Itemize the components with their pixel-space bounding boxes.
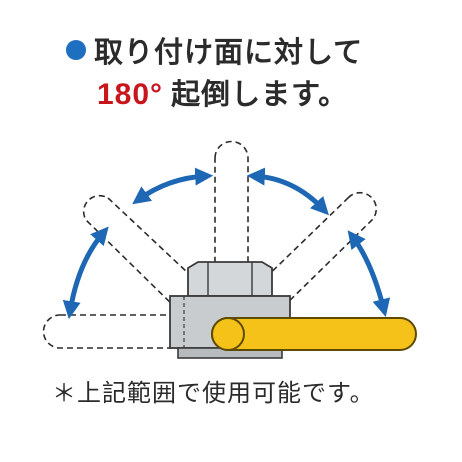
heading-text-2: 起倒します。 [171,77,349,111]
heading-line-2: 180°起倒します。 [97,80,348,110]
footer-note: ＊上記範囲で使用可能です。 [52,379,375,407]
circle-bullet-icon [66,40,86,60]
arrow-left-upper [132,167,214,205]
ghost-lever-left [42,314,206,349]
arrow-left-lower [62,226,109,320]
arrow-right-upper [246,167,329,216]
double-headed-arc-arrow-icon [62,167,391,320]
heading-line-1: 取り付け面に対して [66,38,363,67]
ghost-lever-vertical [214,140,249,269]
angle-value: 180° [97,78,164,111]
ghost-lever-upper-right [253,191,378,314]
arrow-right-lower [347,230,391,317]
ghost-lever-upper-left [82,194,206,314]
folding-lever-icon [211,317,417,351]
ghost-positions [42,140,378,349]
heading-text-1: 取り付け面に対して [94,35,364,69]
